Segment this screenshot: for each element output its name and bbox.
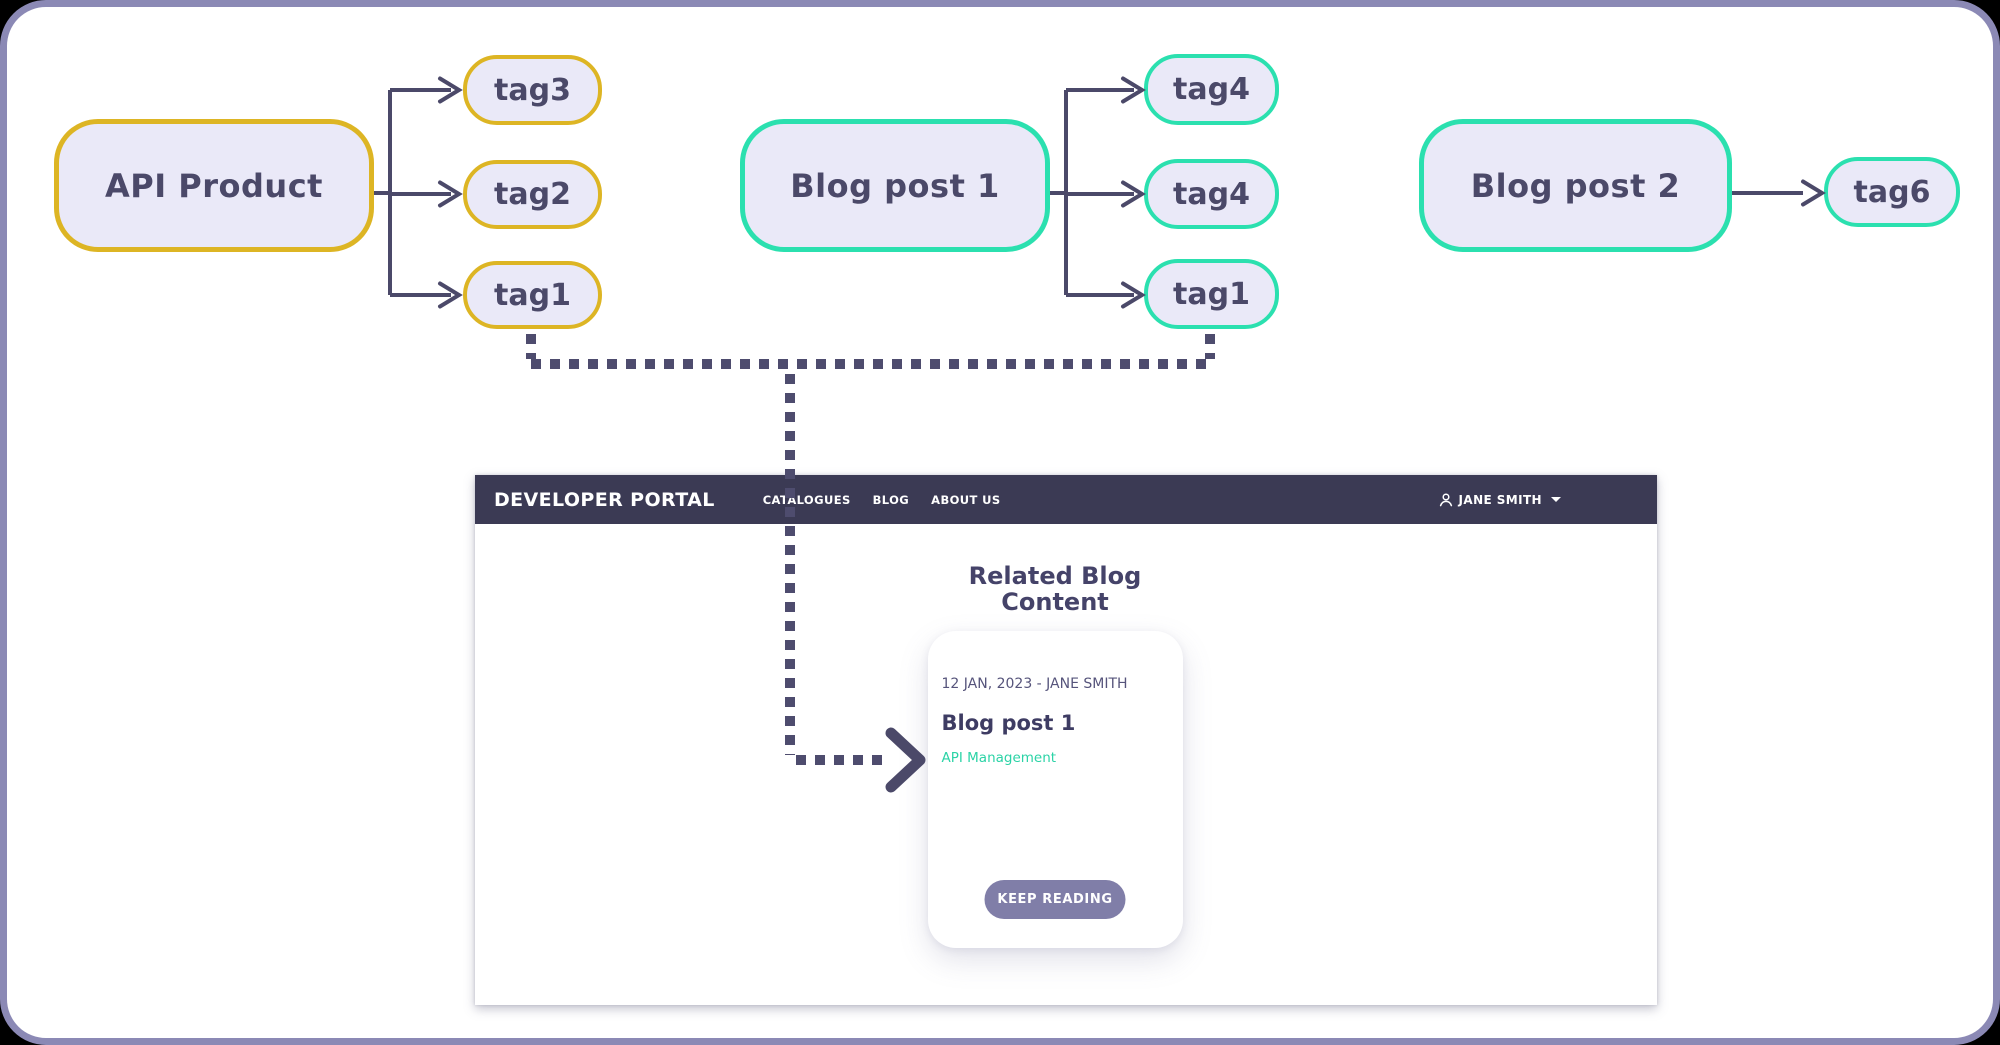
arrowhead-icon [438, 281, 463, 309]
keep-reading-button[interactable]: KEEP READING [984, 880, 1126, 919]
menu-item-catalogues[interactable]: CATALOGUES [762, 492, 851, 507]
arrowhead-icon [1121, 281, 1146, 309]
arrowhead-icon [1801, 179, 1826, 207]
arrowhead-icon [1121, 180, 1146, 208]
blog-card-tag-link[interactable]: API Management [941, 750, 1057, 766]
menu-item-about-us[interactable]: ABOUT US [931, 492, 1001, 507]
connector-blog-post-2-tag [1732, 179, 1826, 207]
tag-pill-tag3: tag3 [463, 55, 602, 125]
portal-menu: CATALOGUES BLOG ABOUT US [763, 493, 1001, 507]
section-heading: Related Blog Content [968, 562, 1142, 616]
portal-navbar: DEVELOPER PORTAL CATALOGUES BLOG ABOUT U… [475, 475, 1657, 524]
menu-item-blog[interactable]: BLOG [872, 492, 910, 507]
arrowhead-icon [1121, 76, 1146, 104]
node-api-product: API Product [54, 119, 374, 252]
developer-portal-window: DEVELOPER PORTAL CATALOGUES BLOG ABOUT U… [475, 475, 1657, 1005]
connector-api-product-tags [374, 76, 463, 309]
related-blog-section: Related Blog Content 12 JAN, 2023 - JANE… [925, 563, 1185, 948]
user-menu-label: JANE SMITH [1458, 492, 1542, 507]
tag-pill-tag1-blog: tag1 [1144, 259, 1279, 329]
tag-pill-tag4-b: tag4 [1144, 159, 1279, 229]
node-blog-post-1: Blog post 1 [740, 119, 1050, 252]
blog-card-title: Blog post 1 [941, 711, 1076, 735]
connector-blog-post-1-tags [1050, 76, 1146, 309]
tag-pill-tag2: tag2 [463, 160, 602, 229]
chevron-down-icon [1551, 497, 1561, 502]
tag-pill-tag6: tag6 [1824, 157, 1960, 227]
tag-pill-tag1-api: tag1 [463, 261, 602, 329]
tag-pill-tag4-a: tag4 [1144, 54, 1279, 125]
node-blog-post-2: Blog post 2 [1419, 119, 1732, 252]
blog-card[interactable]: 12 JAN, 2023 - JANE SMITH Blog post 1 AP… [927, 631, 1183, 948]
blog-card-meta: 12 JAN, 2023 - JANE SMITH [941, 676, 1128, 692]
portal-brand[interactable]: DEVELOPER PORTAL [494, 488, 715, 511]
user-menu[interactable]: JANE SMITH [1438, 475, 1561, 524]
arrowhead-icon [438, 76, 463, 104]
user-icon [1438, 492, 1454, 508]
arrowhead-icon [438, 180, 463, 208]
